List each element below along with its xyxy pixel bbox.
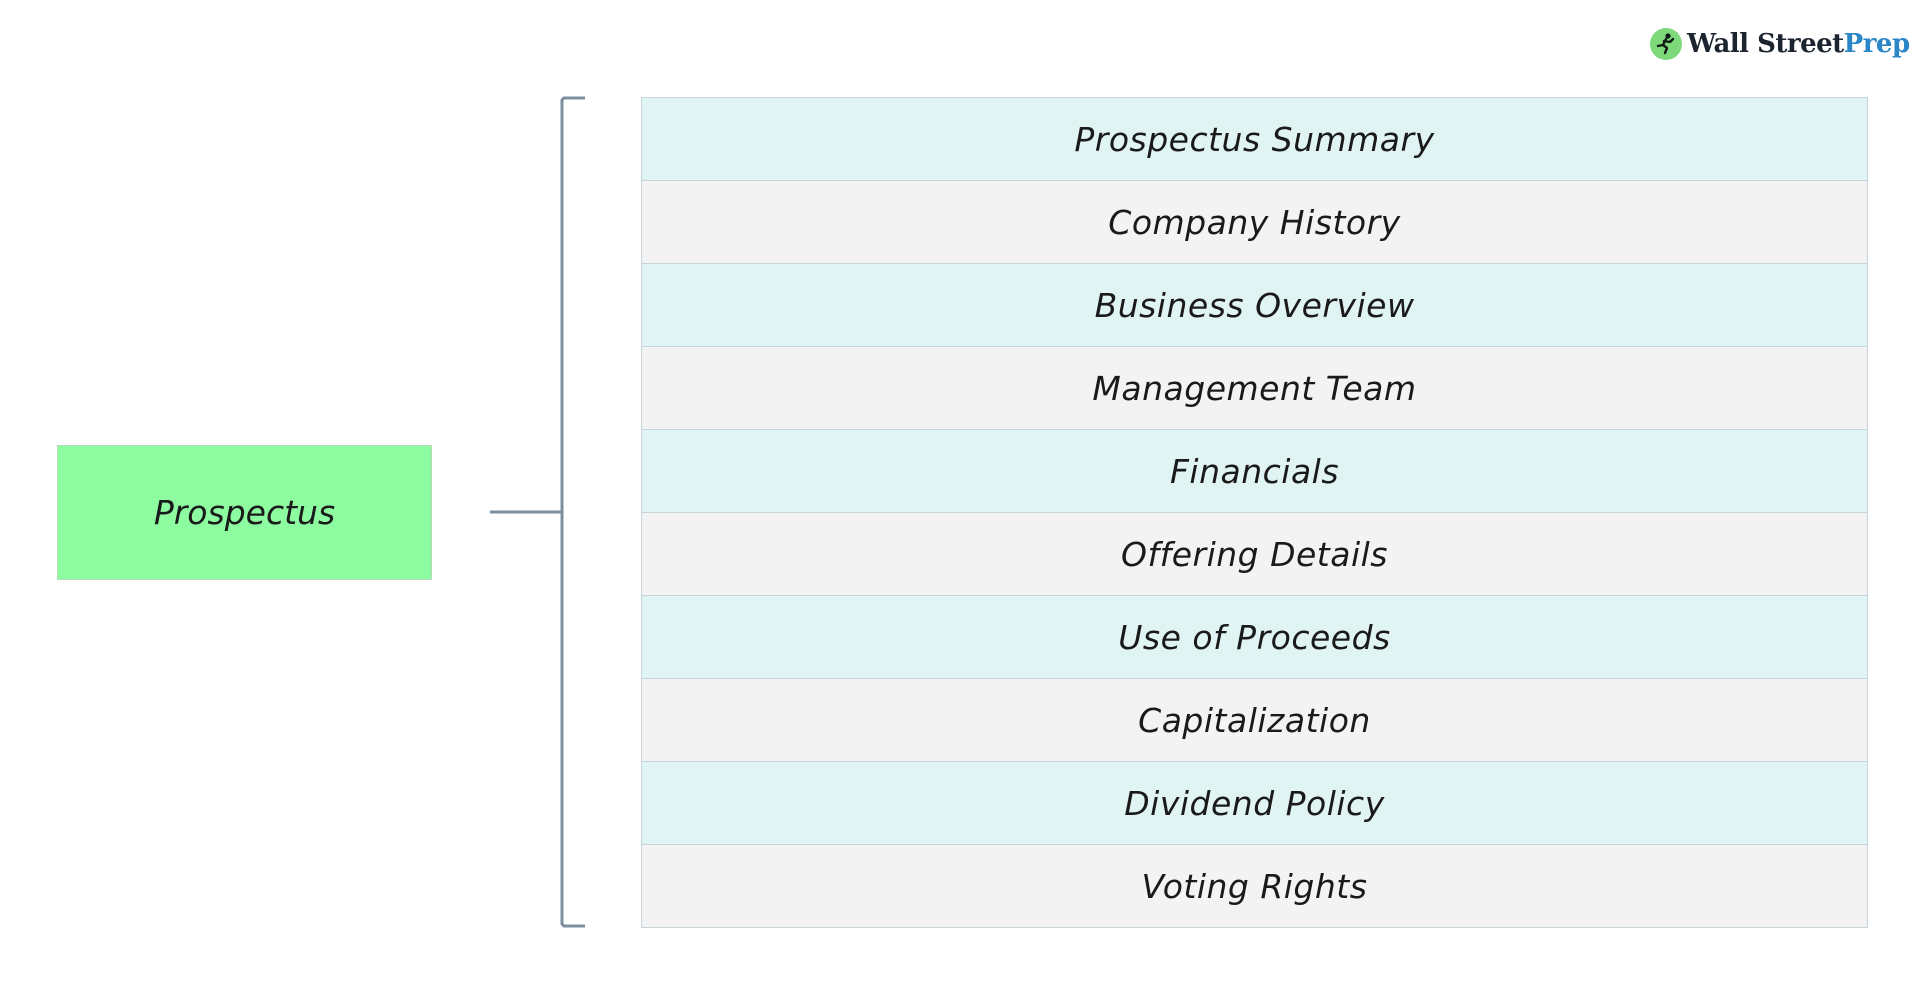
wall-street-prep-logo: Wall StreetPrep — [1650, 26, 1910, 62]
section-row: Voting Rights — [642, 845, 1867, 927]
section-list: Prospectus Summary Company History Busin… — [641, 97, 1868, 928]
section-row: Use of Proceeds — [642, 596, 1867, 679]
root-node: Prospectus — [57, 445, 432, 580]
section-label: Financials — [1169, 451, 1340, 491]
section-label: Prospectus Summary — [1074, 119, 1435, 159]
connector-brace — [560, 96, 585, 928]
section-label: Management Team — [1092, 368, 1417, 408]
section-label: Business Overview — [1094, 285, 1415, 325]
section-label: Voting Rights — [1141, 866, 1368, 906]
section-row: Business Overview — [642, 264, 1867, 347]
root-node-label: Prospectus — [153, 493, 336, 532]
section-row: Company History — [642, 181, 1867, 264]
logo-wordmark: Wall StreetPrep — [1687, 29, 1910, 59]
section-row: Dividend Policy — [642, 762, 1867, 845]
section-row: Offering Details — [642, 513, 1867, 596]
section-label: Capitalization — [1138, 700, 1371, 740]
section-label: Offering Details — [1120, 534, 1388, 574]
runner-icon — [1650, 28, 1682, 60]
section-row: Capitalization — [642, 679, 1867, 762]
section-row: Financials — [642, 430, 1867, 513]
section-label: Company History — [1108, 202, 1401, 242]
logo-text-primary: Wall Street — [1687, 29, 1844, 59]
logo-text-accent: Prep — [1843, 29, 1910, 59]
section-label: Use of Proceeds — [1118, 617, 1391, 657]
section-row: Prospectus Summary — [642, 98, 1867, 181]
section-row: Management Team — [642, 347, 1867, 430]
section-label: Dividend Policy — [1124, 783, 1385, 823]
